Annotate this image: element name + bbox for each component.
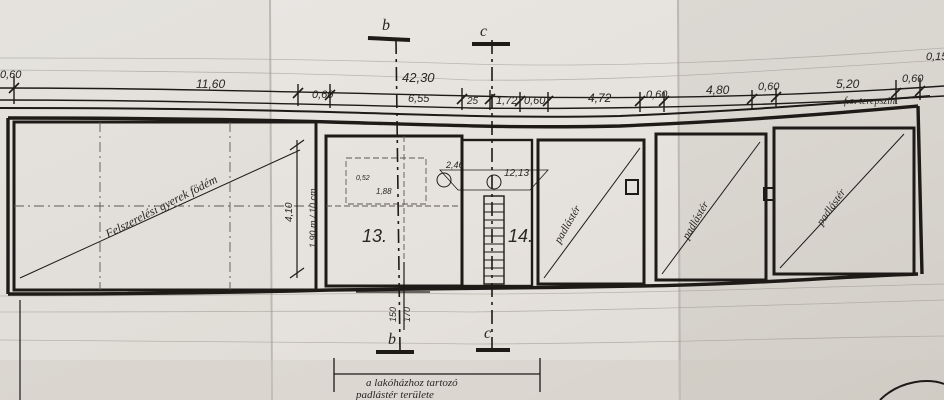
dim-170: 170 [402, 307, 412, 322]
bottom-dims [356, 262, 430, 330]
guide-lines [0, 47, 944, 345]
section-axis-lines [395, 39, 493, 351]
dim-0-60-f: 0,60 [902, 73, 924, 85]
dim-1-72: 1,72 [496, 95, 517, 107]
label-terrain: f.o. terepszint [844, 96, 898, 107]
dim-0-15: 0,15 [926, 51, 944, 63]
bottom-note-bracket [333, 358, 541, 392]
dim-4-80: 4,80 [706, 83, 730, 97]
dim-0-60-e: 0,60 [758, 81, 780, 93]
dim-2-46: 2,46 [445, 160, 464, 170]
paper-fold-1 [269, 0, 273, 400]
paper-panel-right [678, 0, 944, 400]
section-mark-b-top: b [382, 17, 390, 34]
section-mark-c-bottom: c [484, 325, 491, 342]
room-14 [460, 138, 534, 288]
chimney-square-2 [763, 187, 775, 201]
dim-0-60-c: 0,60 [524, 95, 546, 107]
section-mark-b-bottom: b [388, 331, 396, 348]
room-number-14: 14. [508, 226, 533, 246]
dim-4-72: 4,72 [588, 91, 612, 105]
dim-1-88: 1,88 [376, 187, 392, 196]
dim-150: 150 [388, 307, 398, 322]
dim-0-52: 0,52 [356, 175, 370, 182]
dimension-ticks [8, 82, 926, 107]
section-arrows [367, 36, 510, 354]
left-vertical-dims [289, 139, 305, 279]
room-13-dashes [326, 136, 462, 286]
dim-4-10: 4,10 [284, 202, 295, 222]
stair-treads [484, 203, 504, 277]
bottom-note-2: padlástér területe [355, 389, 434, 400]
dim-25: 25 [466, 96, 479, 107]
room-number-13: 13. [362, 226, 387, 246]
paper-fold-2 [677, 0, 681, 400]
bottom-note-1: a lakóházhoz tartozó [366, 377, 458, 389]
dim-12-13: 12,13 [504, 168, 529, 179]
room-left-axes [14, 122, 316, 290]
paper-shadow [0, 360, 944, 400]
paper-panel-left [0, 0, 270, 400]
storage-diagonals [543, 133, 905, 279]
dim-0-60-a: 0,60 [0, 69, 22, 81]
top-dimension-labels: 0,60 11,60 0,60 42,30 6,55 25 1,72 0,60 … [0, 51, 944, 107]
chimney-symbols [436, 169, 549, 191]
dim-0-60-b: 0,60 [312, 89, 334, 101]
dim-5-20: 5,20 [836, 77, 860, 91]
dim-1-90: 1,90 m / 10 cm [308, 188, 318, 248]
dim-11-60: 11,60 [196, 77, 225, 91]
corner-stroke [879, 380, 944, 400]
dim-0-60-d: 0,60 [646, 89, 668, 101]
dim-6-55: 6,55 [408, 93, 430, 105]
paper-panel-middle [270, 0, 678, 400]
dim-42-30: 42,30 [402, 70, 435, 85]
chimney-square-1 [625, 179, 639, 195]
section-mark-c-top: c [480, 23, 487, 40]
